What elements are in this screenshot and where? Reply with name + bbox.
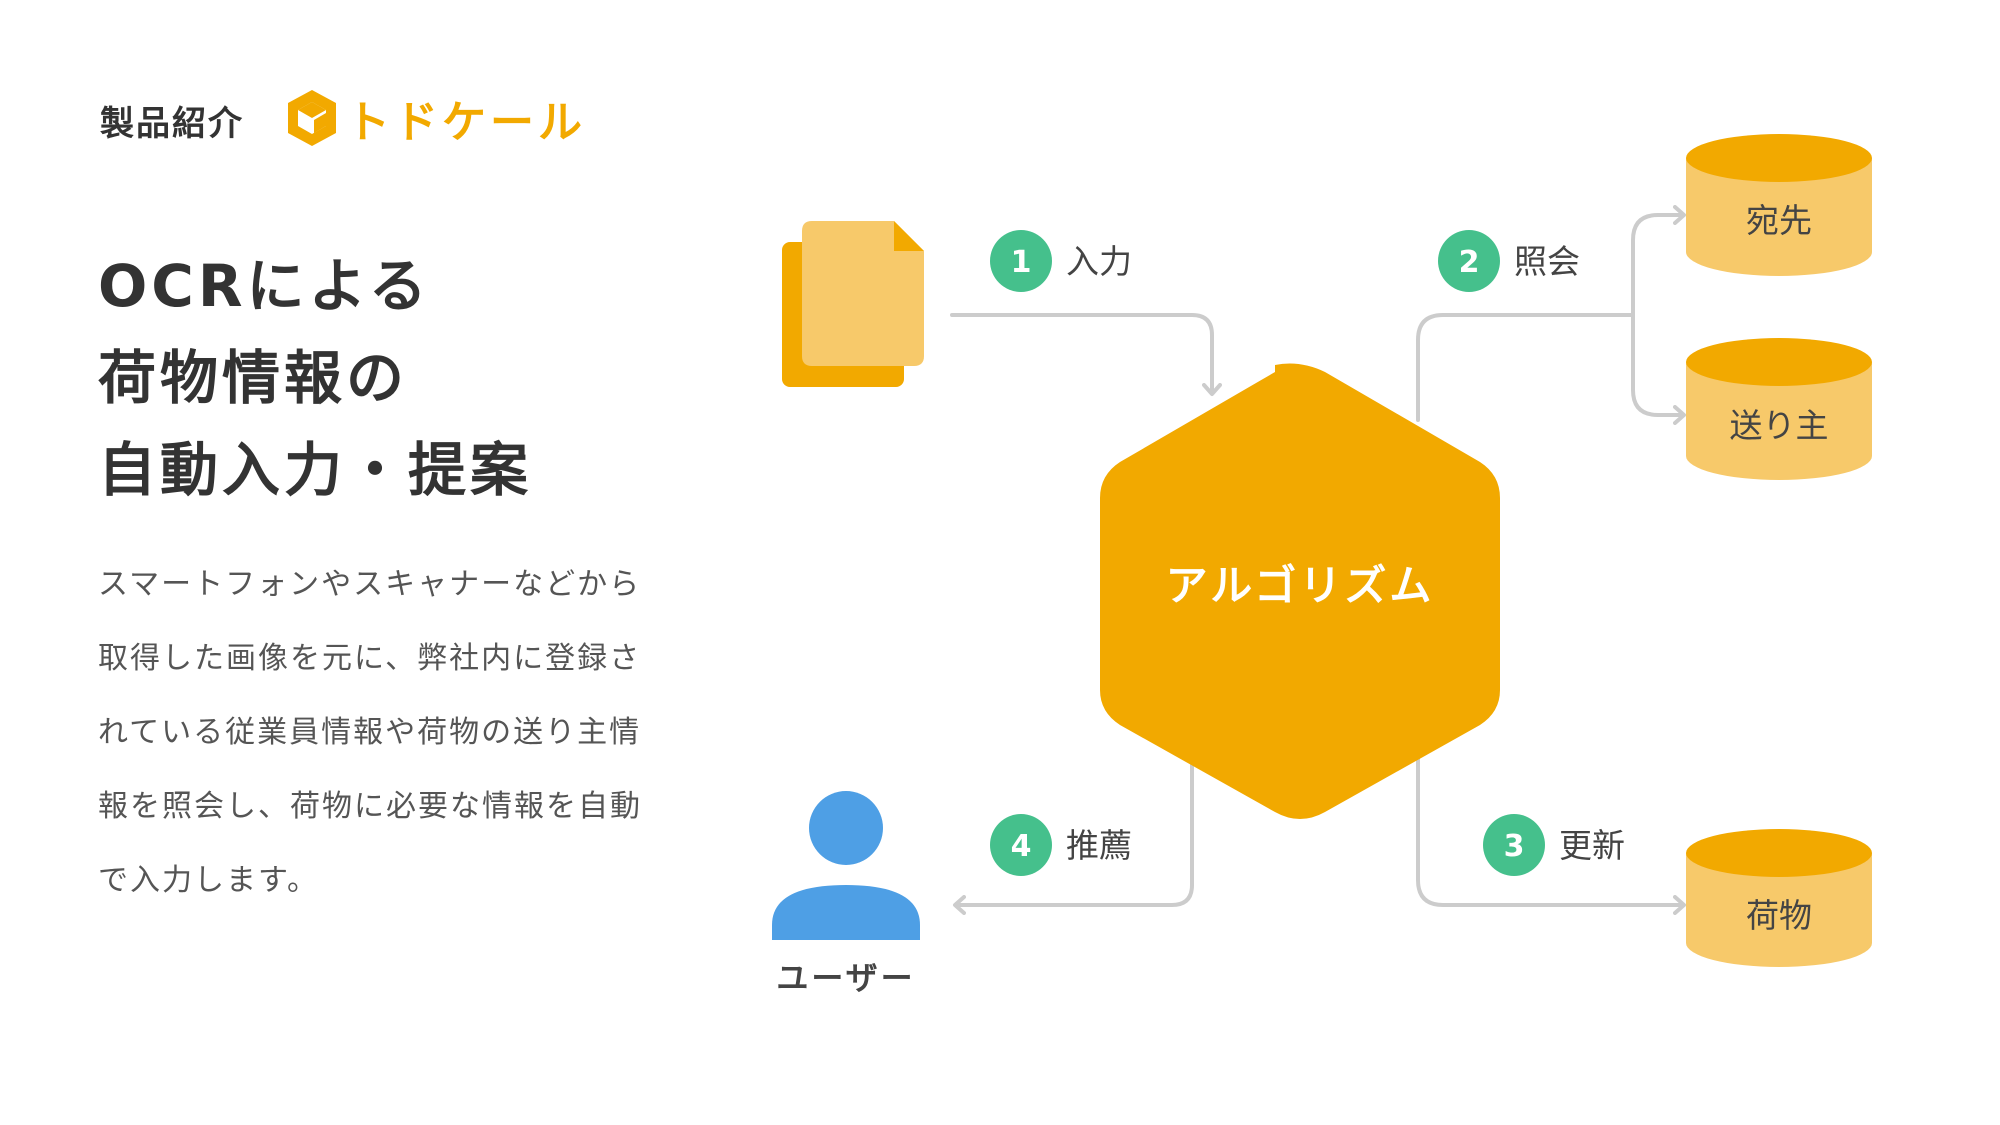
step-2: 2 照会: [1438, 230, 1580, 292]
database-destination: 宛先: [1686, 134, 1872, 276]
step-1-number: 1: [1011, 245, 1032, 280]
query-branch-sender: [1631, 313, 1686, 425]
connectors: [950, 205, 1686, 915]
title-line: 自動入力・提案: [98, 436, 533, 504]
step-2-label: 照会: [1514, 242, 1580, 281]
query-connector: [1416, 313, 1635, 422]
description-line: 取得した画像を元に、弊社内に登録さ: [98, 641, 642, 676]
user-icon: [772, 791, 920, 940]
step-1: 1 入力: [990, 230, 1132, 292]
algorithm-label: アルゴリズム: [1166, 561, 1435, 610]
step-3: 3 更新: [1483, 814, 1625, 876]
algorithm-node: アルゴリズム: [1100, 363, 1500, 819]
description-line: れている従業員情報や荷物の送り主情: [98, 715, 642, 750]
description-line: スマートフォンやスキャナーなどから: [98, 567, 642, 602]
query-branch-destination: [1631, 205, 1686, 317]
description-line: 報を照会し、荷物に必要な情報を自動: [98, 789, 642, 824]
step-4-label: 推薦: [1066, 826, 1132, 865]
brand-name: トドケール: [346, 97, 586, 148]
step-3-number: 3: [1504, 829, 1525, 864]
title-line: OCRによる: [98, 252, 431, 320]
step-1-label: 入力: [1066, 242, 1132, 281]
package-label: 荷物: [1746, 896, 1812, 935]
database-package: 荷物: [1686, 829, 1872, 967]
input-connector: [950, 313, 1222, 396]
user-label: ユーザー: [776, 959, 915, 997]
description: スマートフォンやスキャナーなどから 取得した画像を元に、弊社内に登録さ れている…: [98, 548, 708, 918]
step-4-number: 4: [1011, 829, 1032, 864]
sender-label: 送り主: [1730, 406, 1829, 445]
step-4: 4 推薦: [990, 814, 1132, 876]
destination-label: 宛先: [1746, 201, 1812, 240]
title-line: 荷物情報の: [98, 344, 409, 412]
update-connector: [1416, 753, 1686, 915]
document-icon: [782, 221, 924, 387]
section-label: 製品紹介: [100, 104, 244, 144]
description-line: で入力します。: [98, 863, 319, 898]
brand-logo: トドケール: [286, 86, 586, 150]
database-sender: 送り主: [1686, 338, 1872, 480]
step-2-number: 2: [1459, 245, 1480, 280]
recommend-connector: [953, 758, 1194, 915]
box-logo-icon: [288, 90, 336, 146]
step-3-label: 更新: [1559, 826, 1625, 865]
page-title: OCRによる 荷物情報の 自動入力・提案: [98, 240, 532, 516]
